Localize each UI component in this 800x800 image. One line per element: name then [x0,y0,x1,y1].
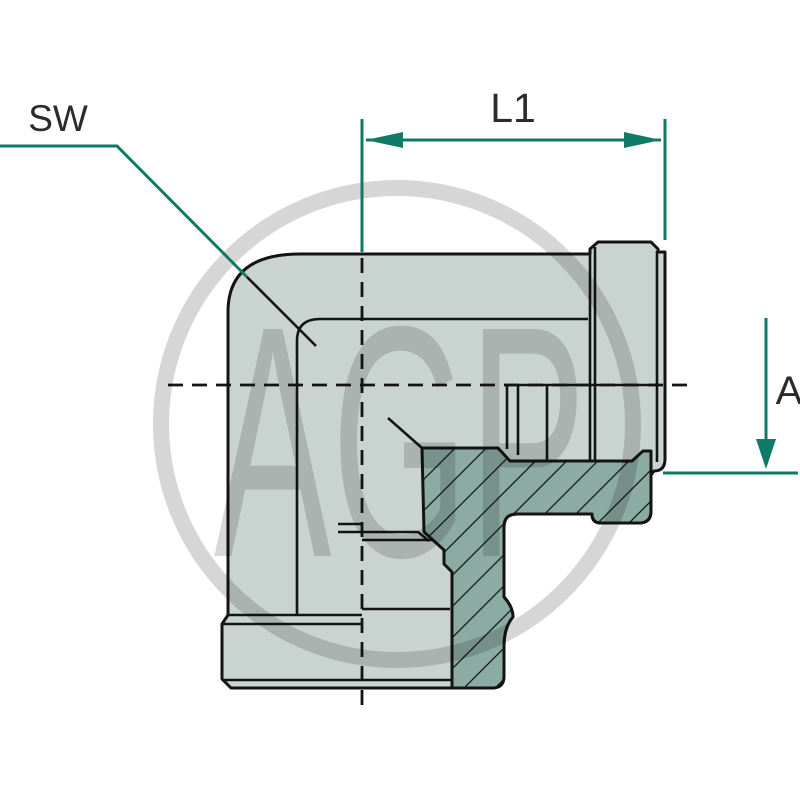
l1-arrowhead-left [366,132,403,148]
watermark-ring [153,180,641,668]
a-label: A [776,369,800,413]
dimension-l1: L1 [360,85,667,252]
watermark-text: AGP [214,257,586,626]
centerlines [168,258,692,710]
cross-section-hatch [420,446,653,690]
dimension-sw: SW [0,98,249,279]
dimension-a: A [663,318,800,475]
sw-label: SW [28,98,88,139]
sw-leader-line [0,144,249,279]
a-arrowhead [756,439,776,469]
fitting-body [220,240,667,690]
l1-arrowhead-right [624,132,661,148]
watermark: AGP [153,180,641,668]
l1-label: L1 [490,85,536,131]
